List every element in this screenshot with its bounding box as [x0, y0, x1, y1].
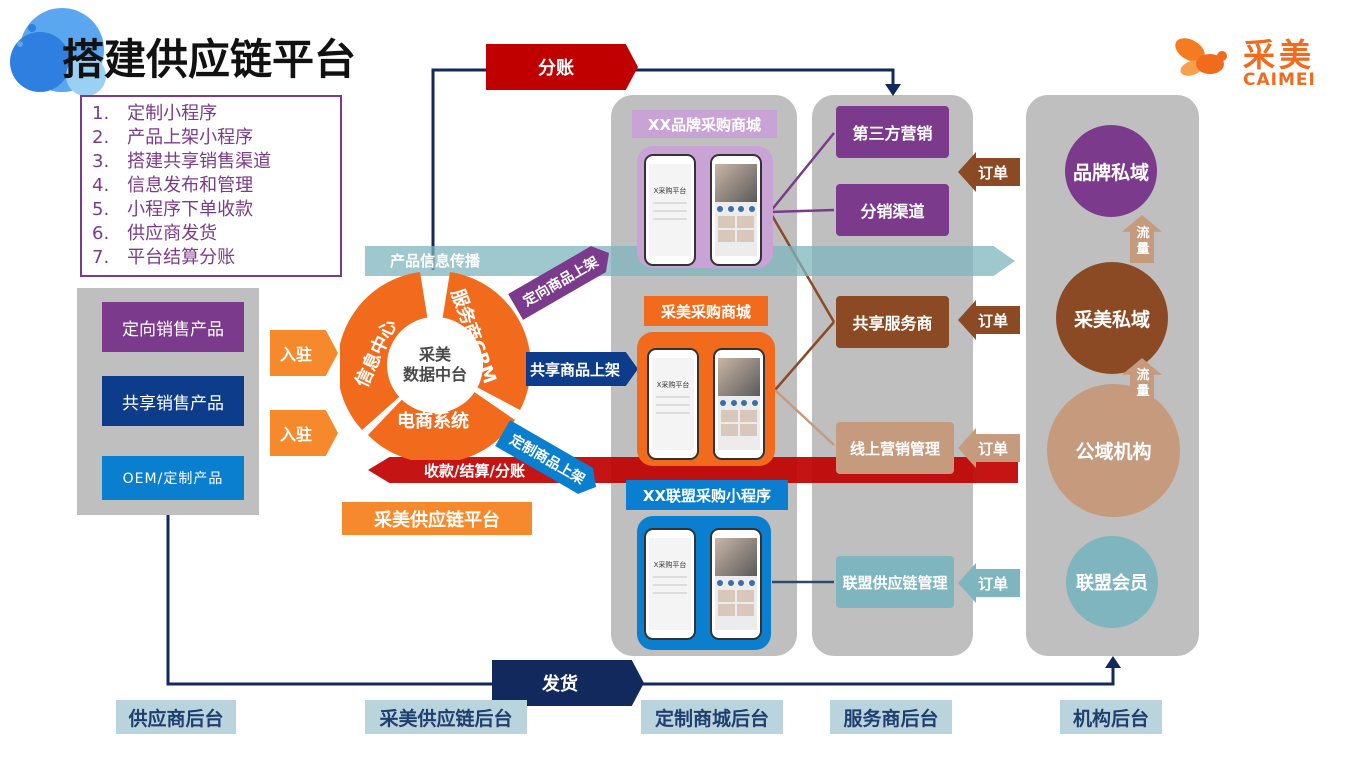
inst-brand-private: 品牌私域 [1065, 125, 1157, 217]
inst-alliance-member: 联盟会员 [1066, 536, 1158, 628]
mall-alliance-title: XX联盟采购小程序 [626, 480, 788, 510]
step-item: 2. 产品上架小程序 [92, 127, 254, 148]
flow-label: 流量 [1136, 226, 1150, 257]
steps-list: 1. 定制小程序 2. 产品上架小程序 3. 搭建共享销售渠道 4. 信息发布和… [80, 95, 342, 277]
phone-mockup [710, 528, 762, 640]
phone-mockup [713, 348, 765, 460]
delivery-arrow: 发货 [492, 660, 644, 706]
phone-mockup: X采购平台 [644, 154, 696, 266]
legend-caimei-backend: 采美供应链后台 [365, 700, 527, 734]
step-item: 1. 定制小程序 [92, 103, 218, 124]
shared-up-arrow: 共享商品上架 [526, 352, 638, 386]
page-title: 搭建供应链平台 [62, 35, 357, 84]
bee-logo-icon [1175, 38, 1227, 76]
order-label: 订单 [978, 312, 1009, 330]
payment-label: 收款/结算/分账 [424, 462, 525, 480]
phone-mockup: X采购平台 [644, 528, 696, 640]
shared-up-label: 共享商品上架 [530, 360, 621, 379]
split-label: 分账 [538, 58, 574, 79]
step-item: 4. 信息发布和管理 [92, 175, 254, 196]
flow-label: 流量 [1136, 368, 1150, 399]
step-item: 6. 供应商发货 [92, 223, 218, 244]
entry-label: 入驻 [280, 345, 313, 364]
phone-mockup [710, 154, 762, 266]
logo-cn: 采美 [1243, 36, 1316, 74]
decorative-blobs [10, 8, 106, 96]
entry-arrow: 入驻 [270, 330, 338, 376]
delivery-label: 发货 [542, 674, 578, 695]
order-label: 订单 [978, 164, 1009, 182]
mall-brand-title: XX品牌采购商城 [632, 110, 777, 138]
legend-institution-backend: 机构后台 [1060, 700, 1162, 734]
wheel-ecom-label: 电商系统 [397, 411, 469, 432]
service-distribution: 分销渠道 [836, 184, 949, 236]
platform-label: 采美供应链平台 [342, 502, 532, 535]
mall-caimei-title: 采美采购商城 [644, 296, 768, 326]
split-arrow: 分账 [486, 44, 638, 90]
phone-mockup: X采购平台 [647, 348, 699, 460]
logo-en: CAIMEI [1243, 70, 1316, 90]
legend-supplier: 供应商后台 [116, 700, 236, 734]
service-shared: 共享服务商 [836, 296, 949, 348]
order-label: 订单 [978, 575, 1009, 593]
entry-arrow: 入驻 [270, 410, 338, 456]
phone-title: X采购平台 [656, 381, 690, 389]
legend-mall-backend: 定制商城后台 [641, 700, 783, 734]
step-item: 3. 搭建共享销售渠道 [92, 151, 272, 172]
service-third-party: 第三方营销 [836, 106, 949, 158]
step-item: 7. 平台结算分账 [92, 247, 236, 268]
product-shared: 共享销售产品 [102, 376, 244, 426]
order-label: 订单 [978, 440, 1009, 458]
phone-title: X采购平台 [653, 187, 687, 195]
info-spread-label: 产品信息传播 [390, 252, 481, 270]
legend-service-backend: 服务商后台 [830, 700, 952, 734]
service-alliance: 联盟供应链管理 [836, 556, 954, 608]
service-online-marketing: 线上营销管理 [836, 422, 954, 474]
phone-title: X采购平台 [653, 561, 687, 569]
product-oem: OEM/定制产品 [102, 456, 244, 500]
product-directed: 定向销售产品 [102, 302, 244, 352]
step-item: 5. 小程序下单收款 [92, 199, 254, 220]
data-wheel [340, 272, 530, 460]
wheel-center-label: 采美 数据中台 [402, 345, 467, 384]
inst-public: 公域机构 [1047, 384, 1180, 517]
inst-caimei-private: 采美私域 [1056, 262, 1168, 374]
entry-label: 入驻 [280, 425, 313, 444]
